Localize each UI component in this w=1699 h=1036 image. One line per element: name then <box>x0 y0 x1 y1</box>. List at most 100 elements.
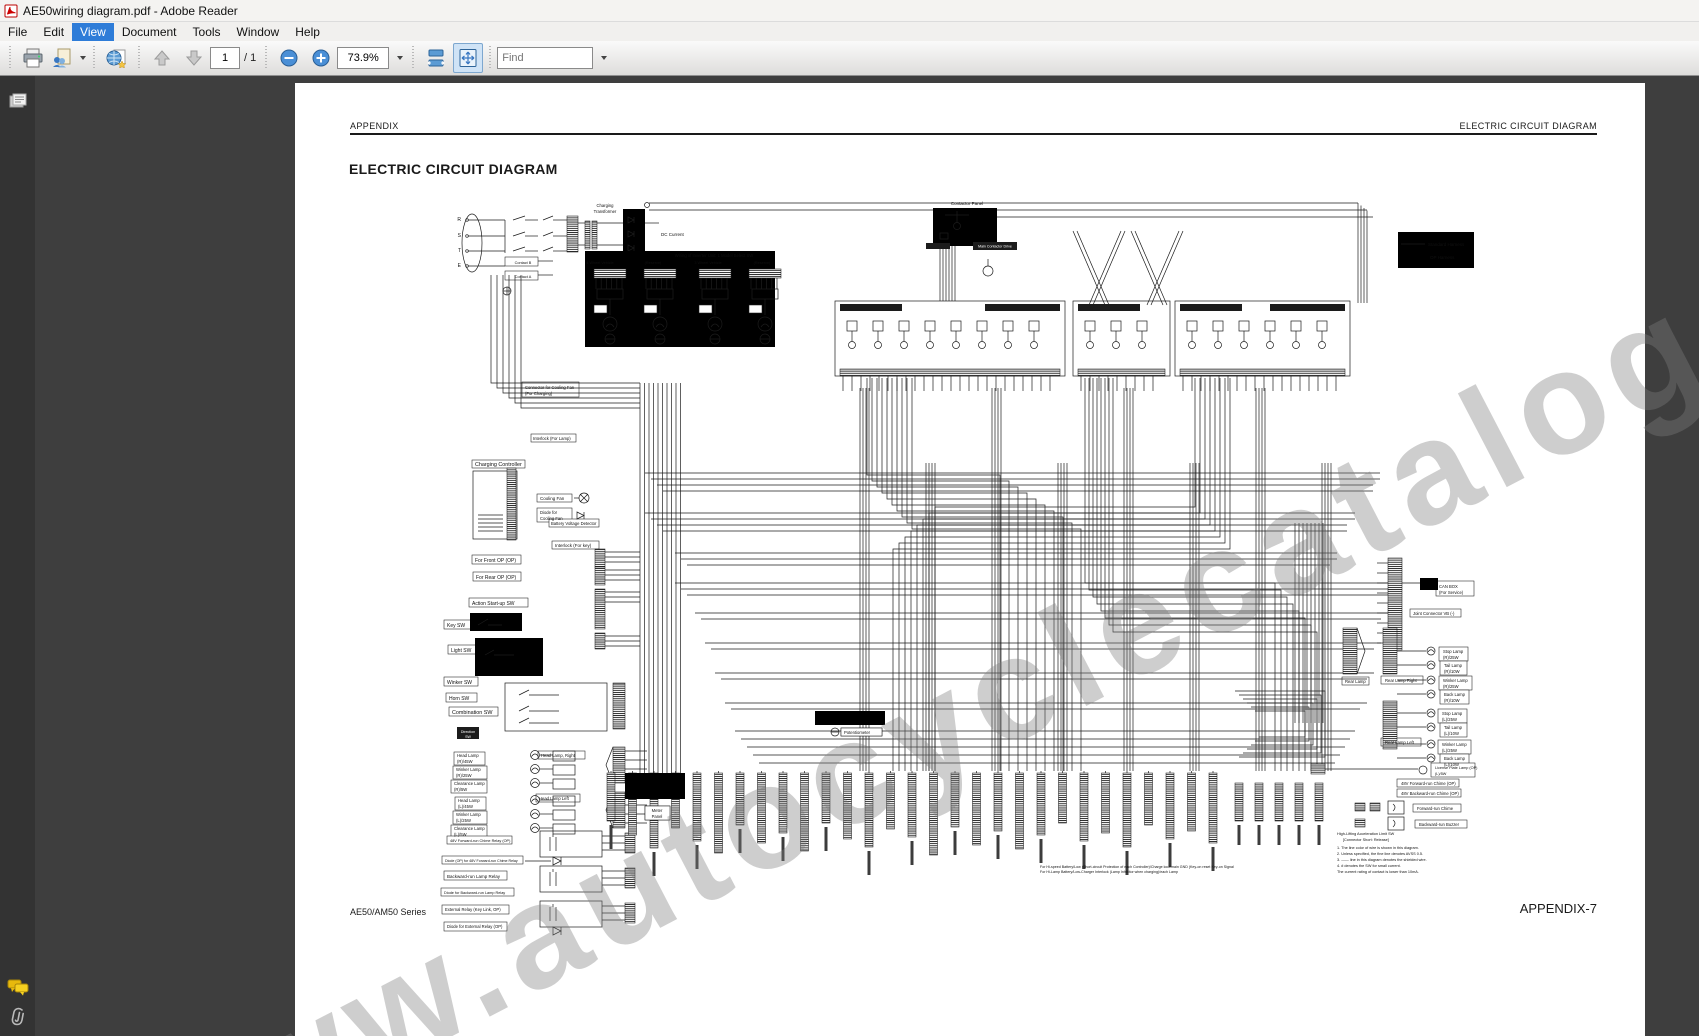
label-stop-lamp-r: Stop Lamp <box>1443 649 1464 654</box>
menu-view[interactable]: View <box>72 22 114 41</box>
label-diode-cooling: Diode for <box>540 510 558 515</box>
label-contact-a: Contact A <box>515 275 532 279</box>
diagram-fine-print: For Hi-speed Battery/Low (Short-circuit … <box>1040 865 1234 869</box>
label-back-lamp-l: (L)/10W <box>1444 762 1459 767</box>
document-area[interactable]: APPENDIX ELECTRIC CIRCUIT DIAGRAM ELECTR… <box>35 76 1699 1036</box>
label-interlock-key: Interlock (For key) <box>555 543 592 548</box>
zoom-out-button[interactable] <box>274 43 304 73</box>
label-rear-lamp: Rear Lamp <box>1345 679 1366 684</box>
label-head-lamp-r: (R)/45W <box>457 759 473 764</box>
toolbar-grip <box>92 46 97 70</box>
label-clearance-lamp-l: Clearance Lamp <box>454 826 485 831</box>
previous-page-button[interactable] <box>147 43 177 73</box>
label-can-box: CAN BOX <box>1439 584 1458 589</box>
pages-icon <box>9 93 26 108</box>
zoom-level-input[interactable] <box>337 47 390 69</box>
label-rear-lamp-left: Rear Lamp Left <box>1385 740 1415 745</box>
chevron-down-icon <box>600 56 607 60</box>
toolbar-grip <box>264 46 270 70</box>
label-front-op: For Front OP (OP) <box>475 558 516 564</box>
label-cooling-fan: Cooling Fan <box>540 496 565 501</box>
label-external-relay: External Relay (Key Link, OP) <box>445 907 501 912</box>
scrolling-mode-button[interactable] <box>421 43 451 73</box>
label-interlock-lamp: Interlock (For Lamp) <box>533 436 571 441</box>
label-terminal-e: E <box>458 263 462 269</box>
label-head-lamp-l: (L)/45W <box>458 804 473 809</box>
toolbar-grip <box>8 46 13 70</box>
menu-help[interactable]: Help <box>295 24 320 39</box>
footer-page-number: APPENDIX-7 <box>1519 901 1597 916</box>
label-charging-controller: Charging Controller <box>475 462 522 468</box>
share-document-icon <box>53 48 71 68</box>
label-winker-lamp-rear-r: Winker Lamp <box>1443 678 1468 683</box>
label-meter-panel: Meter <box>652 808 663 813</box>
label-col-reserve2: (Reserve) <box>754 261 771 265</box>
diagram-note: High-Lifting Acceleration Limit SW <box>1337 832 1395 836</box>
attachments-panel-button[interactable] <box>5 1006 30 1028</box>
label-direction-switch: Direction <box>461 730 475 734</box>
label-diode-backward: Diode for Backward-run Lamp Relay <box>444 891 505 895</box>
label-stop-lamp-l: (L)/25W <box>1442 717 1457 722</box>
page-thumbnails-button[interactable] <box>5 90 30 112</box>
collaborate-button[interactable] <box>50 43 87 73</box>
diagram-note: 3. ―― line in this diagram denotes the s… <box>1337 858 1427 862</box>
label-fwd-chime: Forward-run Chime <box>1417 806 1454 811</box>
paperclip-icon <box>11 1007 24 1026</box>
zoom-in-icon <box>312 49 330 67</box>
page-total-label: / 1 <box>244 52 257 64</box>
page-title: ELECTRIC CIRCUIT DIAGRAM <box>349 161 558 177</box>
menu-file[interactable]: File <box>8 24 28 39</box>
label-contactor-panel: Contactor Panel <box>951 201 983 206</box>
zoom-in-button[interactable] <box>306 43 336 73</box>
next-page-button[interactable] <box>179 43 209 73</box>
label-winker-lamp-front-r: (R)/25W <box>456 773 472 778</box>
label-bwd-chime-op: 48V Backward-run Chime (OP) <box>1401 791 1459 796</box>
label-fwd-chime-op: 48V Forward-run Chime (OP) <box>1401 781 1456 786</box>
label-charging-transformer: Transformer <box>594 209 617 214</box>
print-button[interactable] <box>18 43 48 73</box>
menu-edit[interactable]: Edit <box>43 24 65 39</box>
toolbar-grip <box>411 46 417 70</box>
label-tail-lamp-r: (R)/10W <box>1444 669 1460 674</box>
label-main-contactor: Main Contactor Drive <box>978 245 1012 249</box>
label-terminal-s: S <box>458 233 462 239</box>
running-header-left: APPENDIX <box>350 121 399 131</box>
label-backward-relay: Backward-run Lamp Relay <box>447 874 501 879</box>
label-winker-lamp-rear-r: (R)/25W <box>1443 684 1459 689</box>
fit-page-icon <box>459 49 477 67</box>
collaborate-dropdown-caret <box>80 56 86 60</box>
label-winker-lamp-front-l: Winker Lamp <box>456 812 481 817</box>
label-head-lamp-r: Head Lamp <box>457 753 479 758</box>
label-back-lamp-r: (R)/10W <box>1444 698 1460 703</box>
find-input[interactable] <box>500 51 591 65</box>
label-tail-lamp-r: Tail Lamp <box>1444 663 1463 668</box>
diagram-fine-print: For Hi-Lamp Battery/Low-Charger Interloc… <box>1040 870 1178 874</box>
fit-page-button[interactable] <box>453 43 484 73</box>
label-license-lamp: License Plate Lamp (OP) <box>1435 766 1478 770</box>
label-inverter-title: Wiring of Inverter Unit: 1 Model Select … <box>675 253 753 258</box>
comments-panel-button[interactable] <box>5 976 30 998</box>
label-dc-current: DC Current <box>661 232 685 237</box>
label-clearance-lamp-l: (L)/5W <box>454 832 467 837</box>
menu-tools[interactable]: Tools <box>192 24 221 39</box>
page-number-input[interactable] <box>210 47 240 69</box>
label-tail-lamp-l: Tail Lamp <box>1444 725 1463 730</box>
label-meter-panel: Panel <box>652 814 663 819</box>
globe-document-icon <box>106 49 127 68</box>
label-bwd-buzzer: Backward-run Buzzer <box>1419 822 1460 827</box>
label-clearance-lamp-r: Clearance Lamp <box>454 781 485 786</box>
menu-bar: File Edit View Document Tools Window Hel… <box>0 22 1699 41</box>
pdf-page: APPENDIX ELECTRIC CIRCUIT DIAGRAM ELECTR… <box>295 83 1645 1036</box>
menu-window[interactable]: Window <box>236 24 280 39</box>
printer-icon <box>23 48 43 68</box>
label-connector-cooling: (For Charging) <box>525 391 553 396</box>
zoom-dropdown-button[interactable] <box>390 43 406 73</box>
menu-document[interactable]: Document <box>121 24 177 39</box>
label-light-switch: Light SW <box>451 648 472 654</box>
label-contact-b: Contact B <box>515 261 532 265</box>
label-col-3wheel: 3 Wheel Vehicle <box>694 261 721 265</box>
label-stop-lamp-l: Stop Lamp <box>1442 711 1463 716</box>
label-diode-cooling: Cooling Fan <box>540 516 563 521</box>
find-dropdown-button[interactable] <box>594 43 610 73</box>
upload-web-button[interactable] <box>102 43 132 73</box>
